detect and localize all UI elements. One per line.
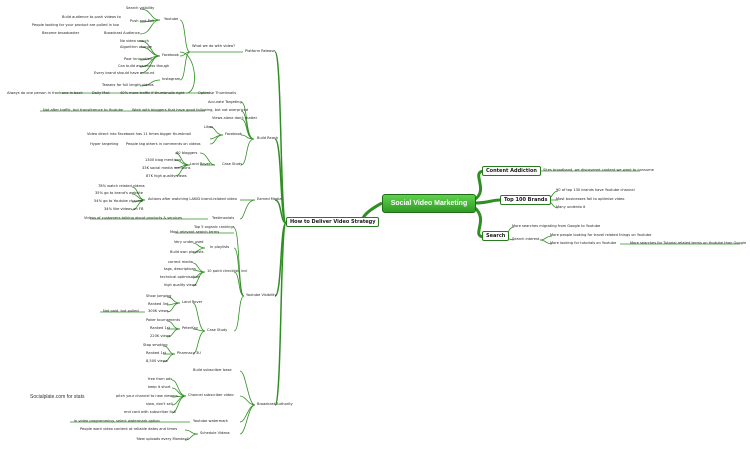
item[interactable]: 78% watch related videos	[98, 184, 145, 188]
instagram-node[interactable]: Instagram	[162, 77, 181, 81]
platform-release-node[interactable]: Platform Release	[245, 49, 276, 53]
pharmacy-node[interactable]: Pharmacy 3U	[177, 351, 201, 355]
item[interactable]: 8,500 views	[146, 359, 168, 363]
item[interactable]: 60 bloggers	[176, 151, 198, 155]
item[interactable]: Likes	[204, 125, 214, 129]
item[interactable]: Can build awareness though	[118, 64, 170, 68]
search-detail-tutorials[interactable]: More looking for tutorials on Youtube	[550, 241, 617, 245]
item[interactable]: 'New uploads every Monday!'	[136, 437, 190, 441]
item[interactable]: 34% like videos on FB	[104, 207, 144, 211]
build-reach-node[interactable]: Build Reach	[257, 136, 279, 140]
item[interactable]: Hyper targeting	[90, 142, 119, 146]
item[interactable]: Teasers for full length videos	[102, 83, 154, 87]
top-100-brands-node[interactable]: Top 100 Brands	[500, 195, 552, 205]
search-interest[interactable]: Search interest	[512, 237, 540, 241]
land-rover-node[interactable]: Land Rover	[182, 300, 203, 304]
search-detail-travel[interactable]: More people looking for travel related t…	[550, 233, 652, 237]
what-we-do-node[interactable]: What we do with video?	[192, 44, 235, 48]
item[interactable]: Algorithm change	[120, 45, 152, 49]
channel-video-node[interactable]: Channel subscriber video	[188, 393, 234, 397]
item[interactable]: Very under used	[174, 240, 204, 244]
earned-media-node[interactable]: Earned Media	[257, 197, 282, 201]
youtube-node[interactable]: Youtube	[164, 17, 179, 21]
search-detail-tutorial-terms[interactable]: More searches for Tutorial related terms…	[630, 241, 747, 245]
item[interactable]: slow, don't sell	[146, 402, 173, 406]
item[interactable]: Ranked 1st	[146, 351, 167, 355]
item[interactable]: Videos of customers talking about produc…	[84, 216, 183, 220]
item[interactable]: Become broadcaster	[42, 31, 80, 35]
item[interactable]: Ranked 3rd	[148, 302, 169, 306]
item[interactable]: 300K views	[148, 309, 169, 313]
item[interactable]: tags, descriptions	[164, 267, 196, 271]
top100-detail-1[interactable]: 90 of top 130 brands have Youtube channe…	[556, 188, 635, 192]
item[interactable]: Build audience to push videos to	[62, 15, 121, 19]
facebook-node[interactable]: Facebook	[162, 53, 179, 57]
search-node[interactable]: Search	[482, 231, 510, 241]
item[interactable]: Ranked 1st	[150, 326, 171, 330]
item[interactable]: Land Rover	[190, 162, 211, 166]
item[interactable]: Search visibility	[126, 6, 155, 10]
item[interactable]: Video direct into Facebook has 11 times …	[87, 132, 191, 136]
in-playlists-node[interactable]: In playlists	[210, 245, 230, 249]
item[interactable]: People looking for your product are pull…	[32, 23, 119, 27]
item[interactable]: in video programming, select watermark o…	[74, 419, 160, 423]
top100-detail-3[interactable]: Many underdo it	[556, 205, 586, 209]
youtube-watermark-node[interactable]: Youtube watermark	[193, 419, 228, 423]
fb-reach-node[interactable]: Facebook	[225, 132, 242, 136]
item[interactable]: Push and Pull	[130, 19, 154, 23]
item[interactable]: free from ads	[148, 377, 173, 381]
content-addiction-detail[interactable]: Sites broadband, we discovered content w…	[543, 168, 654, 172]
item[interactable]: Most relevant search terms	[170, 230, 220, 234]
item[interactable]: Always do one person in front one in bac…	[7, 91, 83, 95]
item[interactable]: Poor innovation	[124, 57, 153, 61]
item[interactable]: Not after traffic, but transference to Y…	[43, 108, 124, 112]
item[interactable]: Broadcast Audience	[104, 31, 140, 35]
youtube-visibility-node[interactable]: Youtube Visibility	[246, 293, 277, 297]
case-study-node[interactable]: Case Study	[222, 162, 243, 166]
peterkay-node[interactable]: PeterKay	[182, 326, 198, 330]
item[interactable]: 220K views	[150, 334, 171, 338]
item[interactable]: correct media	[168, 260, 193, 264]
footer-source: Socialplate.com for stats	[30, 394, 85, 400]
item[interactable]: high quality views	[164, 283, 197, 287]
case-study-2-node[interactable]: Case Study	[207, 328, 228, 332]
item[interactable]: pitch your channel to new viewers	[116, 394, 178, 398]
item[interactable]: People want video content at reliable da…	[80, 427, 178, 431]
item[interactable]: Poker tournaments	[146, 318, 181, 322]
schedule-videos-node[interactable]: Schedule Videos	[200, 431, 230, 435]
content-addiction-node[interactable]: Content Addiction	[482, 166, 541, 176]
item[interactable]: 87K high quality views	[146, 174, 187, 178]
item[interactable]: 35% go to brand's website	[95, 191, 143, 195]
item[interactable]: Every brand should have account	[94, 71, 155, 75]
item[interactable]: Not paid, but pulled	[103, 309, 139, 313]
item[interactable]: Build own playlists	[170, 250, 204, 254]
item[interactable]: 33K social media mentions	[142, 166, 191, 170]
item[interactable]: No video search	[120, 39, 149, 43]
central-topic[interactable]: Social Video Marketing	[382, 194, 476, 213]
item[interactable]: Build subscriber base	[193, 368, 232, 372]
top100-detail-2[interactable]: Most businesses fail to optimise video	[556, 197, 625, 201]
item[interactable]: technical optimisation	[160, 275, 200, 279]
item[interactable]: end card with subscriber link	[124, 410, 176, 414]
item[interactable]: Accurate Targeting	[208, 100, 242, 104]
broadcast-authority-node[interactable]: Broadcast Authority	[257, 402, 293, 406]
testimonials-node[interactable]: Testimonials	[212, 216, 235, 220]
search-detail-1[interactable]: More searches migrating from Google to Y…	[512, 224, 601, 228]
seo-checklist-node[interactable]: 10 point checklist, incl	[207, 269, 248, 273]
item[interactable]: 54% go to Youtube channel	[94, 199, 144, 203]
item[interactable]: People tag others in comments on videos	[126, 142, 201, 146]
item[interactable]: Show jumping	[146, 294, 172, 298]
item[interactable]: Daily Mail	[92, 91, 110, 95]
item[interactable]: Work with bloggers that have good follow…	[132, 108, 249, 112]
item[interactable]: Top 5 organic rankings	[194, 225, 235, 229]
item[interactable]: Views alone don't matter	[212, 116, 258, 120]
item[interactable]: Actions after watching LAKID brand-relat…	[148, 197, 237, 201]
item[interactable]: Optimise Thumbnails	[198, 91, 237, 95]
how-to-deliver-node[interactable]: How to Deliver Video Strategy	[286, 217, 380, 227]
item[interactable]: 1300 blog mentions	[145, 158, 181, 162]
item[interactable]: 40% more traffic if thumbnails right	[120, 91, 185, 95]
item[interactable]: Stop smoking	[143, 343, 168, 347]
item[interactable]: keep it short	[148, 385, 171, 389]
